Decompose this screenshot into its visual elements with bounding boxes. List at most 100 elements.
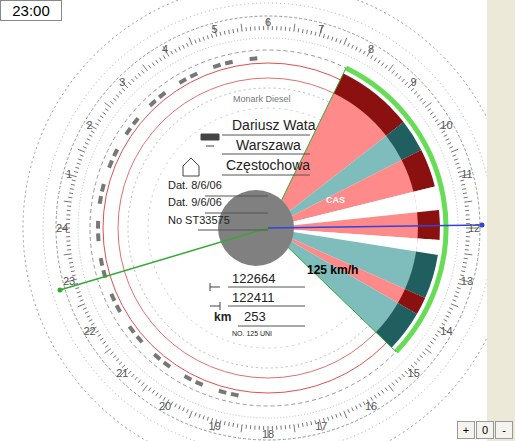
dial-tick (80, 155, 84, 156)
dial-tick (310, 421, 312, 425)
odo-icon (210, 283, 220, 291)
dial-tick (310, 31, 312, 35)
dial-tick (399, 377, 402, 380)
dial-tick (344, 411, 347, 418)
dial-tick (250, 425, 251, 429)
dial-tick (219, 32, 221, 36)
dial-tick (425, 349, 431, 354)
dial-tick (464, 254, 472, 255)
dial-tick (454, 159, 458, 160)
dial-tick (142, 70, 145, 73)
dial-tick (103, 342, 106, 344)
hour-number: 6 (265, 17, 271, 28)
dial-tick (464, 197, 468, 199)
dial-tick (389, 65, 394, 71)
dial-tick (67, 210, 71, 211)
dial-tick (156, 60, 158, 63)
dial-tick (382, 390, 384, 393)
dial-tick (455, 292, 459, 293)
hour-number: 11 (461, 169, 472, 180)
dial-tick (276, 426, 277, 430)
trace-mark (96, 233, 100, 241)
dial-tick (451, 304, 458, 307)
dial-tick (392, 382, 395, 385)
dial-tick (454, 296, 458, 297)
label-text: Monark Diesel (233, 95, 291, 104)
dial-tick (336, 38, 337, 42)
hour-number: 12 (468, 223, 480, 234)
dial-tick (83, 147, 87, 149)
dial-tick (280, 426, 281, 430)
hour-number: 5 (212, 24, 218, 35)
dial-tick (250, 27, 251, 31)
trace-mark (196, 382, 203, 385)
dial-tick (399, 76, 402, 79)
dial-tick (77, 163, 81, 164)
dial-tick (113, 355, 116, 358)
field-underline (228, 306, 305, 307)
dial-tick (332, 415, 333, 419)
dial-tick (259, 26, 260, 30)
dial-tick (179, 47, 181, 51)
dial-tick (105, 345, 108, 347)
dial-tick (402, 374, 405, 377)
dial-tick (110, 352, 113, 355)
time-pointer (268, 225, 482, 228)
zoom-button: + (457, 421, 475, 439)
dial-tick (237, 424, 239, 428)
dial-tick (446, 316, 450, 318)
trace-mark (225, 62, 233, 64)
dial-tick (414, 92, 417, 95)
driver-name: Dariusz Wata (232, 118, 316, 132)
field-underline (222, 154, 310, 155)
dial-tick (289, 425, 290, 429)
dial-tick (363, 402, 365, 406)
dial-tick (294, 24, 295, 32)
dial-tick (163, 55, 165, 58)
dial-tick (254, 426, 255, 430)
dial-tick (71, 184, 75, 186)
dial-tick (156, 393, 158, 396)
dial-tick (116, 95, 119, 98)
dial-tick (75, 288, 79, 289)
dial-tick (203, 415, 204, 419)
dial-tick (143, 385, 148, 391)
dial-tick (425, 103, 431, 108)
hour-number: 16 (365, 401, 377, 412)
dial-tick (207, 35, 208, 39)
dial-tick (119, 92, 122, 95)
dial-tick (77, 292, 81, 293)
dial-tick (207, 417, 208, 421)
hour-number: 8 (368, 44, 374, 55)
dial-tick (105, 109, 108, 111)
dial-tick (241, 424, 242, 432)
trace-mark (159, 93, 165, 98)
odometer-value: 122664 (232, 272, 275, 285)
dial-tick (385, 388, 387, 391)
trace-mark (133, 118, 138, 124)
pointer-dot (58, 288, 63, 293)
dial-tick (465, 249, 469, 250)
hour-number: 9 (411, 77, 417, 88)
trace-mark (129, 326, 134, 332)
dial-tick (132, 374, 135, 377)
range-arc (346, 68, 446, 352)
dial-tick (89, 135, 93, 137)
dial-tick (175, 49, 177, 53)
dial-tick (83, 308, 87, 310)
dial-tick (411, 88, 414, 91)
dial-tick (449, 147, 453, 149)
hour-number: 17 (315, 421, 327, 432)
dial-tick (98, 334, 101, 336)
trace-mark (137, 336, 142, 342)
hour-number: 23 (63, 276, 75, 287)
place-name: Częstochowa (226, 158, 310, 172)
dial-tick (306, 30, 308, 34)
dial-tick (348, 43, 350, 47)
dial-tick (359, 404, 361, 408)
field-underline (222, 175, 310, 176)
dial-tick (464, 258, 468, 260)
dial-tick (289, 27, 290, 31)
dial-tick (66, 236, 70, 237)
dial-tick (453, 155, 457, 156)
